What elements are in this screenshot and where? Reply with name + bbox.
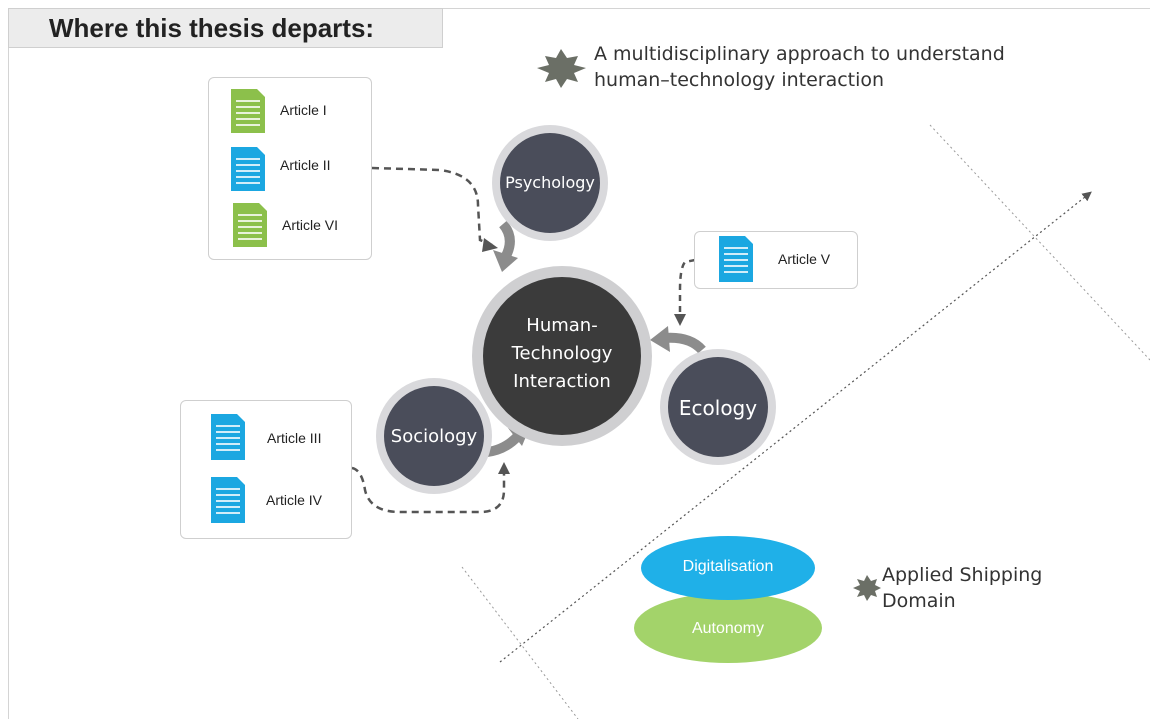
connector-group2 [678, 258, 696, 318]
article-label: Article II [280, 157, 331, 173]
article-label: Article III [267, 430, 322, 446]
star-icon [853, 575, 881, 601]
domain-note: Applied Shipping Domain [882, 562, 1042, 614]
article-label: Article I [280, 102, 327, 118]
ecology-circle [668, 357, 768, 457]
flow-arrow-psychology [499, 220, 515, 259]
slide-frame [8, 8, 1150, 719]
sociology-circle [384, 386, 484, 486]
center-label-line: Technology [511, 343, 613, 364]
digitalisation-label: Digitalisation [682, 558, 774, 575]
ecology-label: Ecology [678, 396, 758, 420]
document-icon [231, 89, 265, 133]
approach-note-line: human–technology interaction [594, 69, 885, 91]
article-label: Article IV [266, 492, 323, 508]
approach-note: A multidisciplinary approach to understa… [594, 41, 1005, 93]
connector-group1 [371, 166, 493, 247]
guide-line-upper-right [929, 124, 1150, 361]
connector-group2-arrowhead [674, 314, 686, 326]
flow-arrow-psychology-head [493, 250, 518, 272]
star-icon [537, 49, 586, 88]
article-label: Article VI [282, 217, 339, 233]
guide-line-lower-left [461, 566, 579, 719]
center-label-line: Human- [526, 315, 598, 336]
document-icon [231, 147, 265, 191]
document-icon [211, 414, 245, 460]
article-box-group3 [180, 400, 352, 539]
connector-group1-arrowhead [482, 238, 498, 252]
article-label: Article V [778, 251, 831, 267]
connector-group3-arrowhead [498, 462, 510, 474]
document-icon [233, 203, 267, 247]
flow-arrow-ecology-head [650, 326, 670, 352]
sociology-label: Sociology [390, 426, 478, 447]
psychology-circle [500, 133, 600, 233]
domain-note-line: Domain [882, 590, 956, 612]
approach-note-line: A multidisciplinary approach to understa… [594, 43, 1005, 65]
center-circle [483, 277, 641, 435]
title-bar: Where this thesis departs: [8, 8, 443, 48]
psychology-label: Psychology [505, 173, 595, 192]
flow-arrow-sociology [486, 432, 522, 457]
connector-group3 [351, 466, 506, 514]
center-circle-label: Human- Technology Interaction [492, 312, 632, 396]
diagonal-arrow-line [499, 191, 1092, 663]
domain-note-line: Applied Shipping [882, 564, 1043, 586]
autonomy-label: Autonomy [691, 620, 765, 637]
autonomy-ellipse [634, 593, 822, 663]
digitalisation-ellipse [641, 536, 815, 600]
document-icon [719, 236, 753, 282]
document-icon [211, 477, 245, 523]
center-label-line: Interaction [513, 371, 611, 392]
page-title: Where this thesis departs: [49, 13, 375, 43]
